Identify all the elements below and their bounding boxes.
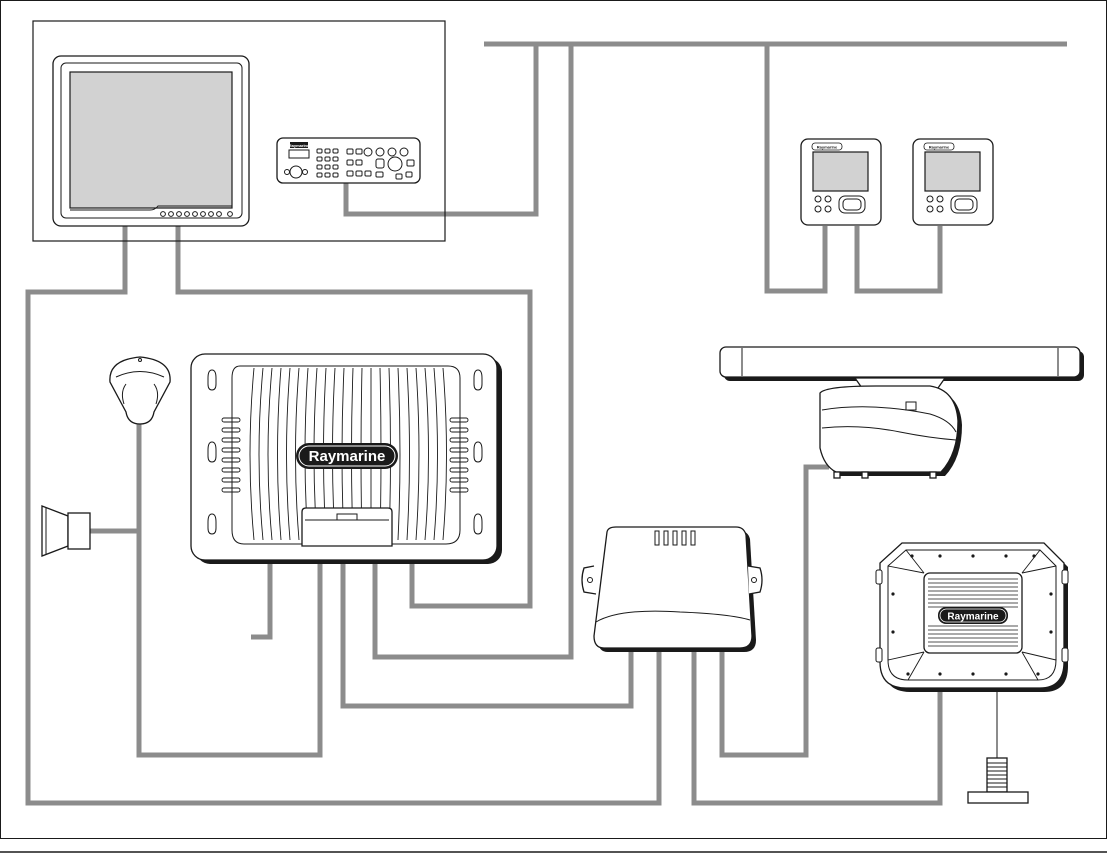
- display-screen: [70, 72, 232, 208]
- remote-keypad: Raymarine: [277, 138, 420, 183]
- vhf-logo-text: Raymarine: [309, 448, 386, 465]
- vhf-power-cable: [251, 562, 270, 637]
- multifunction-display: [53, 56, 249, 226]
- instrument-2-screen: [925, 152, 980, 191]
- radar-array: [720, 347, 1080, 377]
- instrument-1-screen: [813, 152, 868, 191]
- sonar-module: Raymarine: [876, 543, 1068, 692]
- radar-antenna: [720, 347, 1084, 478]
- instrument-display-2: Raymarine: [913, 139, 993, 225]
- instrument-1-logo-text: Raymarine: [817, 145, 838, 150]
- gps-antenna: [110, 357, 170, 424]
- backbone-drop-vhf: [375, 44, 571, 657]
- horn-driver: [68, 513, 90, 549]
- network-switch: [582, 527, 762, 652]
- instrument-display-1: Raymarine: [801, 139, 881, 225]
- switch-right-ear: [748, 566, 762, 594]
- transducer-flange: [968, 792, 1028, 803]
- keypad-logo-text: Raymarine: [289, 143, 310, 148]
- gps-antenna-dome: [110, 357, 170, 424]
- sonar-logo-text: Raymarine: [947, 612, 999, 623]
- radar-pedestal: [820, 386, 958, 472]
- backbone-drop-keypad: [346, 44, 536, 214]
- instrument-2-logo-text: Raymarine: [929, 145, 950, 150]
- transducer-thread: [987, 763, 1007, 787]
- vhf-black-box: Raymarine: [191, 354, 502, 564]
- switch-left-ear: [582, 566, 596, 594]
- loudhailer-horn: [42, 506, 90, 556]
- transducer: [968, 692, 1028, 803]
- instrument-daisy-chain: [857, 226, 940, 291]
